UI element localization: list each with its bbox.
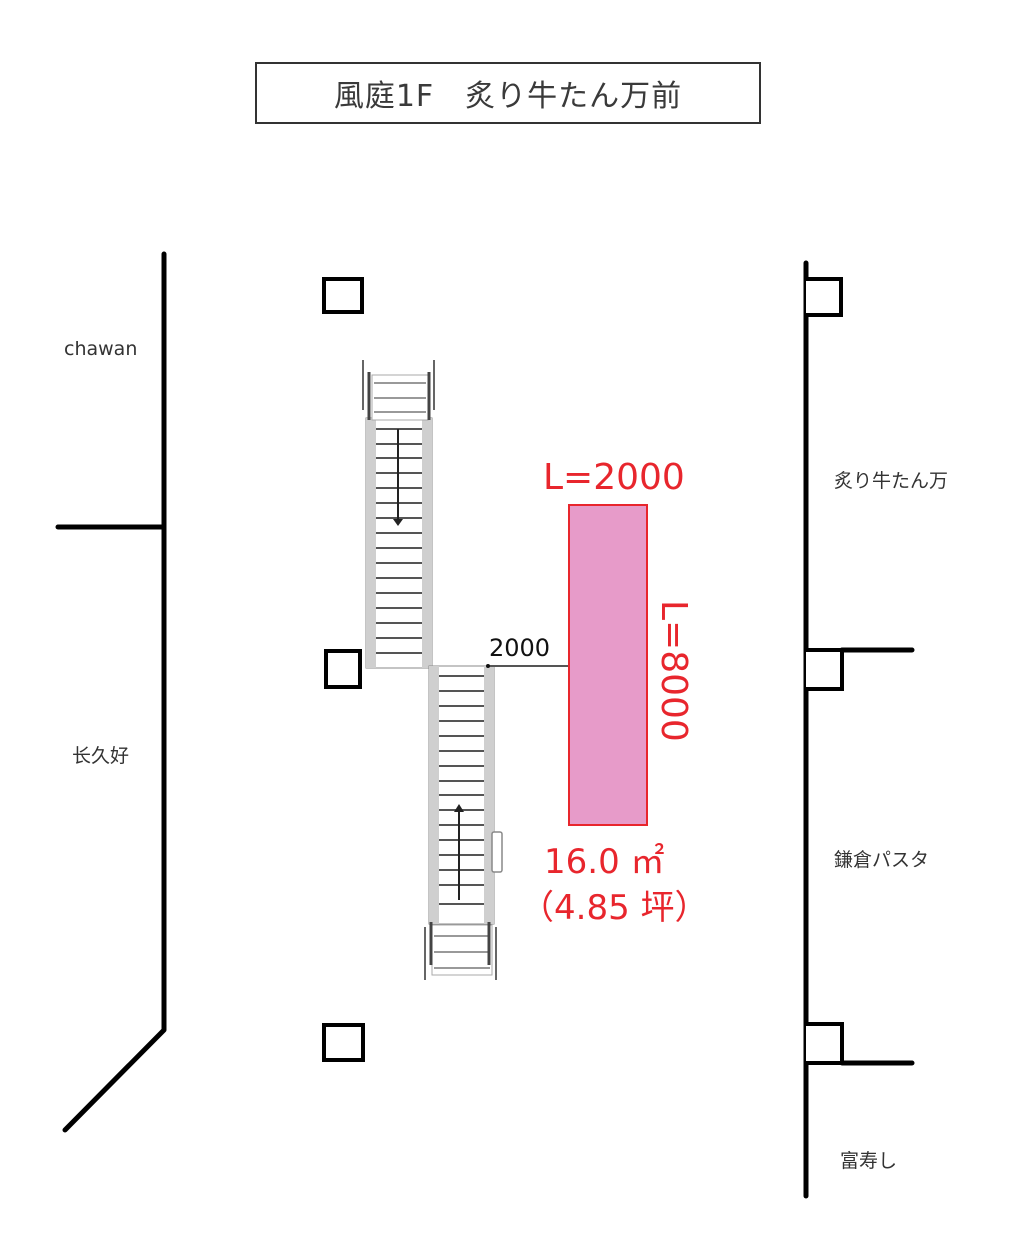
railing-panel: [491, 831, 503, 873]
offset-dimension-label: 2000: [489, 634, 551, 662]
column-left-middle: [324, 649, 362, 689]
columns: [322, 277, 844, 1065]
store-label-left-middle: 长久好: [72, 745, 130, 767]
escalator-down: [362, 360, 435, 669]
escalator-up: [424, 665, 503, 980]
column-left-top: [322, 277, 364, 314]
length-dimension-label: L=8000: [653, 600, 694, 742]
store-label-gyutan: 炙り牛たん万: [834, 470, 949, 492]
tsubo-label: （4.85 坪）: [520, 888, 709, 928]
column-right-top: [806, 277, 843, 317]
store-label-sushi: 富寿し: [840, 1150, 898, 1172]
proposed-space: [568, 504, 648, 826]
column-left-bottom: [322, 1023, 365, 1062]
area-label: 16.0 ㎡: [544, 842, 665, 882]
page-title: 風庭1F 炙り牛たん万前: [333, 79, 683, 114]
width-dimension-label: L=2000: [543, 457, 685, 498]
store-label-pasta: 鎌倉パスタ: [834, 849, 930, 871]
column-right-bottom: [806, 1022, 844, 1065]
store-label-chawan: chawan: [64, 338, 138, 360]
title-box: 風庭1F 炙り牛たん万前: [255, 62, 761, 124]
left-wall: [55, 251, 167, 1133]
column-right-middle: [806, 648, 844, 691]
